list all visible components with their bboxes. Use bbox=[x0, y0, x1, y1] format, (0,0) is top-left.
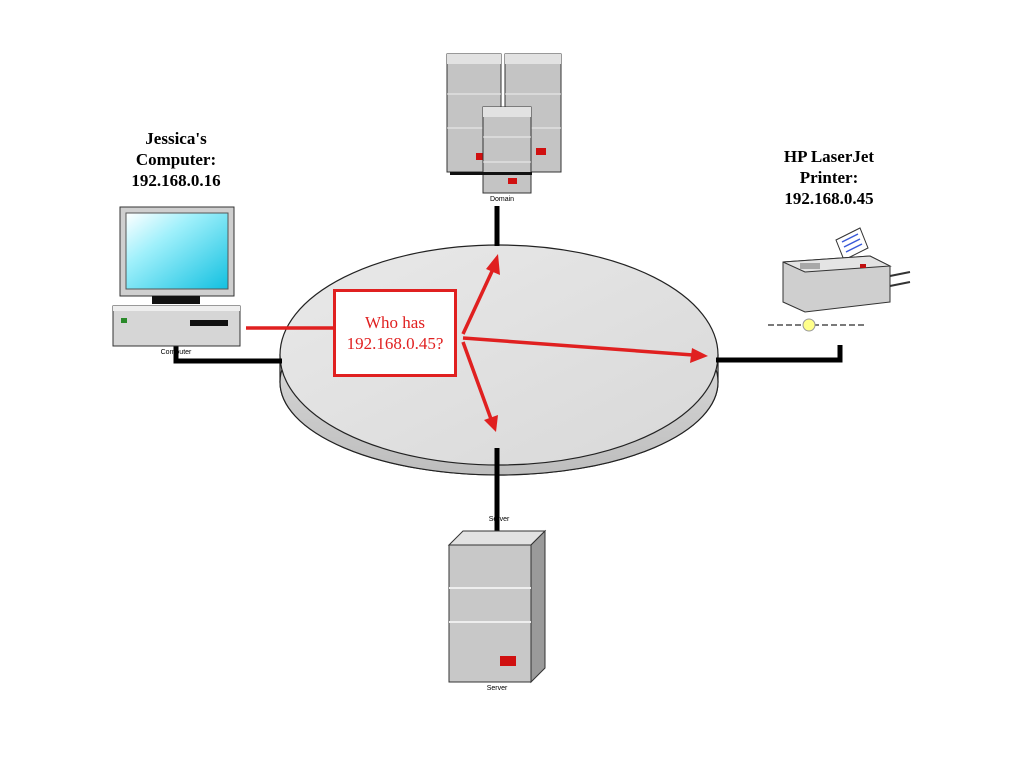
callout-line2: 192.168.0.45? bbox=[346, 334, 444, 353]
arrow-head-domain bbox=[486, 254, 500, 275]
server-icon bbox=[447, 529, 547, 684]
computer-label-line2: Computer: bbox=[135, 150, 217, 169]
printer-cable bbox=[716, 345, 843, 363]
printer-label: HP LaserJet Printer: 192.168.0.45 bbox=[752, 146, 906, 209]
server-top-label: Server bbox=[488, 516, 510, 523]
computer-icon bbox=[112, 206, 241, 347]
callout-line1: Who has bbox=[365, 313, 425, 332]
printer-label-line1: HP LaserJet bbox=[783, 147, 875, 166]
server-icon-label: Server bbox=[486, 685, 508, 692]
arrow-to-printer bbox=[462, 336, 694, 357]
arp-broadcast-arrows bbox=[246, 254, 708, 432]
computer-icon-label: Computer bbox=[160, 349, 192, 356]
arrow-to-server bbox=[461, 341, 493, 420]
printer-label-line2: Printer: bbox=[799, 168, 859, 187]
arrow-head-server bbox=[484, 415, 498, 432]
domain-server-icon bbox=[446, 53, 562, 194]
domain-icon-label: Domain bbox=[489, 196, 515, 203]
computer-label-line1: Jessica's bbox=[145, 129, 207, 148]
network-cables bbox=[173, 206, 843, 532]
arrow-to-domain bbox=[461, 266, 496, 335]
printer-icon bbox=[768, 227, 911, 332]
computer-label: Jessica's Computer: 192.168.0.16 bbox=[100, 128, 252, 191]
computer-ip: 192.168.0.16 bbox=[131, 171, 221, 190]
printer-ip: 192.168.0.45 bbox=[784, 189, 874, 208]
arp-request-callout: Who has 192.168.0.45? bbox=[333, 289, 457, 377]
computer-cable bbox=[173, 345, 282, 364]
arrow-head-printer bbox=[690, 348, 708, 363]
